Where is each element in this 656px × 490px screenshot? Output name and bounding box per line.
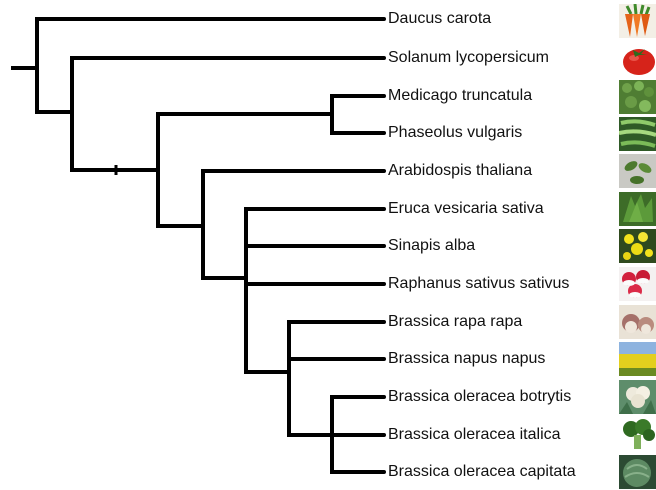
taxon-label-daucus-carota: Daucus carota <box>388 9 491 29</box>
medicago-icon <box>619 80 656 114</box>
rapeseed-field-icon <box>619 342 656 376</box>
taxon-label-solanum-lycopersicum: Solanum lycopersicum <box>388 48 549 68</box>
tomato-icon <box>619 42 656 76</box>
taxon-label-brassica-oleracea-italica: Brassica oleracea italica <box>388 425 561 445</box>
taxon-label-brassica-oleracea-botrytis: Brassica oleracea botrytis <box>388 387 571 407</box>
arugula-icon <box>619 192 656 226</box>
bean-pod-icon <box>619 117 656 151</box>
taxon-label-medicago-truncatula: Medicago truncatula <box>388 86 532 106</box>
cabbage-icon <box>619 455 656 489</box>
taxon-label-brassica-napus-napus: Brassica napus napus <box>388 349 545 369</box>
taxon-label-brassica-rapa-rapa: Brassica rapa rapa <box>388 312 522 332</box>
taxon-label-phaseolus-vulgaris: Phaseolus vulgaris <box>388 123 522 143</box>
taxon-label-raphanus-sativus-sativus: Raphanus sativus sativus <box>388 274 569 294</box>
radish-icon <box>619 267 656 301</box>
broccoli-icon <box>619 417 656 451</box>
taxon-label-sinapis-alba: Sinapis alba <box>388 236 475 256</box>
carrot-icon <box>619 4 656 38</box>
taxon-label-brassica-oleracea-capitata: Brassica oleracea capitata <box>388 462 576 482</box>
arabidopsis-icon <box>619 154 656 188</box>
taxon-label-arabidopsis-thaliana: Arabidospis thaliana <box>388 161 532 181</box>
cauliflower-icon <box>619 380 656 414</box>
taxon-label-eruca-vesicaria-sativa: Eruca vesicaria sativa <box>388 199 544 219</box>
taxon-labels: Daucus carota Solanum lycopersicum Medic… <box>0 0 588 490</box>
mustard-flower-icon <box>619 229 656 263</box>
turnip-icon <box>619 305 656 339</box>
